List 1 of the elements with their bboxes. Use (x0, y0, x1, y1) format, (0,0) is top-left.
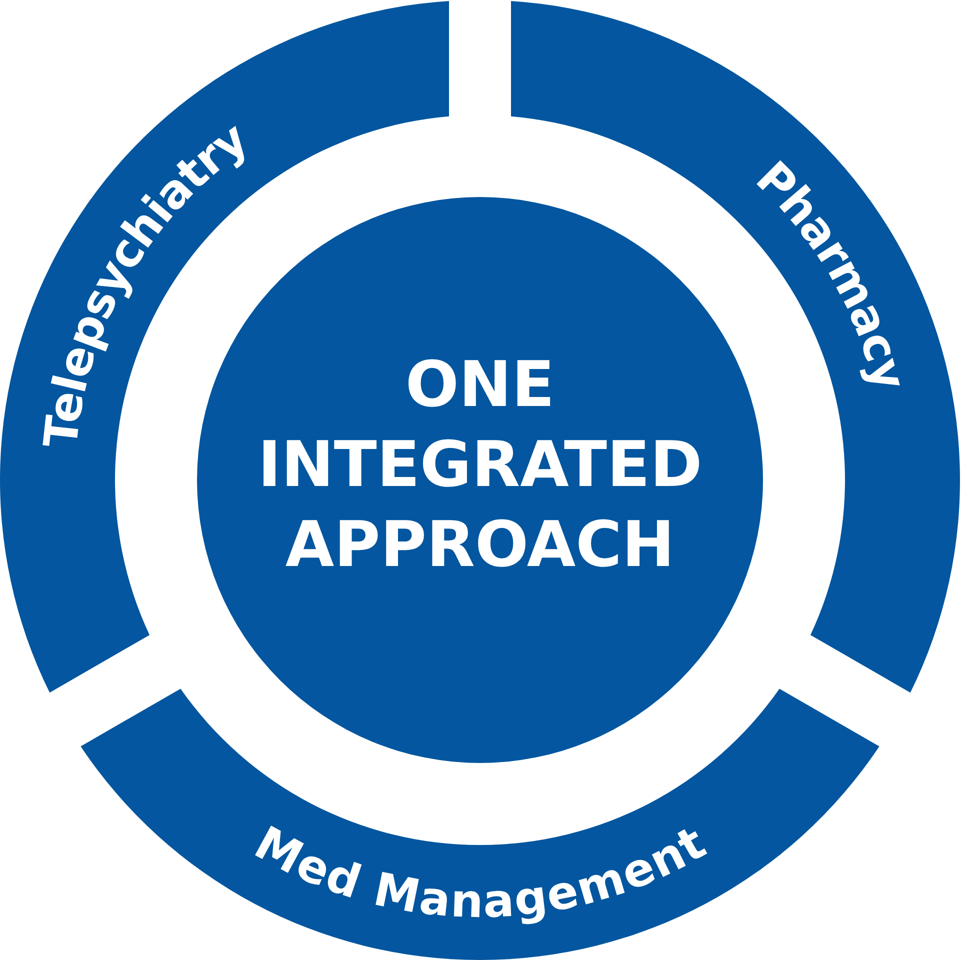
center-title: ONE INTEGRATED APPROACH (256, 347, 704, 583)
